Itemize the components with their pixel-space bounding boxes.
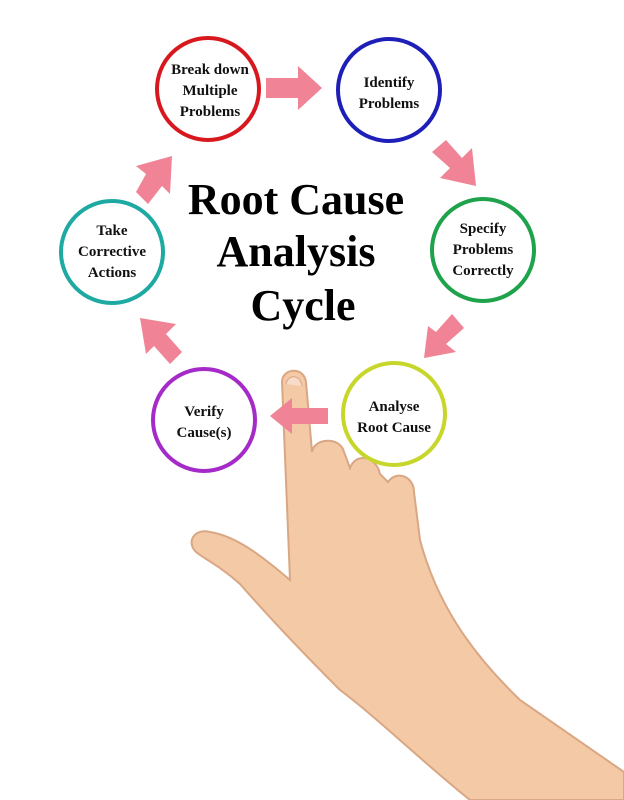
node-label-line: Actions <box>88 265 136 281</box>
node-label-line: Break down <box>171 62 249 78</box>
arrow-verify-to-take <box>140 318 182 364</box>
node-label-line: Root Cause <box>357 420 431 436</box>
node-identify: Identify Problems <box>336 37 442 143</box>
node-label-line: Specify <box>460 221 507 237</box>
node-label-line: Problems <box>180 104 241 120</box>
node-verify: Verify Cause(s) <box>151 367 257 473</box>
arrow-take-to-break <box>136 156 172 204</box>
arrow-identify-to-specify <box>432 140 476 186</box>
node-take: Take Corrective Actions <box>59 199 165 305</box>
arrow-break-to-identify <box>266 66 322 110</box>
title-line-3: Cycle <box>250 281 355 330</box>
title-line-2: Analysis <box>217 227 376 276</box>
node-label-line: Multiple <box>183 83 238 99</box>
node-label-line: Analyse <box>369 399 420 415</box>
node-analyse: Analyse Root Cause <box>341 361 447 467</box>
arrow-analyse-to-verify <box>270 398 328 434</box>
node-label-line: Correctly <box>452 263 514 279</box>
arrow-specify-to-analyse <box>424 314 464 358</box>
node-label-line: Problems <box>359 96 420 112</box>
node-break-down: Break down Multiple Problems <box>155 36 261 142</box>
node-label-line: Cause(s) <box>177 425 232 441</box>
node-label-line: Problems <box>453 242 514 258</box>
node-label-line: Take <box>96 223 127 239</box>
title-line-1: Root Cause <box>188 175 404 224</box>
node-label-line: Identify <box>364 75 415 91</box>
node-specify: Specify Problems Correctly <box>430 197 536 303</box>
node-label-line: Verify <box>184 404 224 420</box>
node-label-line: Corrective <box>78 244 146 260</box>
